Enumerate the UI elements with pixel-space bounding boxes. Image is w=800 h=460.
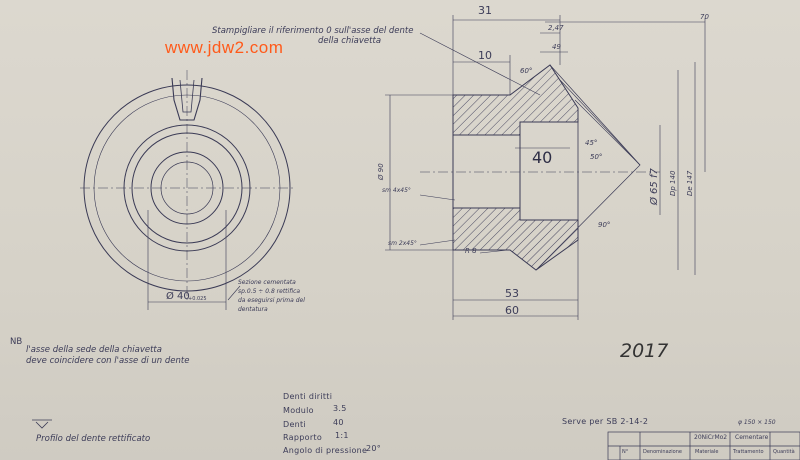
roughness-symbol [32, 419, 52, 429]
title-block [607, 431, 800, 460]
dim-label-dia90: Ø 90 [377, 163, 385, 180]
leader-sm2 [419, 239, 456, 246]
header-note-line2: della chiavetta [318, 36, 382, 46]
serve-per: Serve per SB 2-14-2 [562, 417, 649, 426]
rapporto-value: 1:1 [335, 431, 349, 440]
dim-label-70: 70 [700, 13, 709, 21]
dim-label-247: 2,47 [548, 24, 564, 32]
section-note-4: dentatura [238, 306, 268, 313]
dim-label-31: 31 [478, 4, 492, 17]
size-note: φ 150 × 150 [738, 419, 776, 426]
dim-label-angle-a: 45° [585, 139, 598, 147]
denti-value: 40 [333, 418, 344, 427]
dim-label-bore40: 40 [532, 148, 553, 167]
dim-label-r8: R 8 [465, 247, 477, 255]
dim-label-10: 10 [478, 49, 492, 62]
modulo-label: Modulo [283, 406, 314, 415]
nb-line2: deve coincidere con l'asse di un dente [26, 356, 190, 366]
title-col-1: N° [622, 449, 629, 455]
dim-label-53: 53 [505, 287, 519, 300]
leader-sm4 [419, 194, 456, 201]
cone-line-inner1 [559, 79, 641, 166]
dim-label-sm2: sm 2x45° [388, 240, 417, 247]
title-col-4: Trattamento [733, 449, 764, 455]
leader-stamp [419, 32, 541, 96]
section-note-2: sp.0.5 ÷ 0.8 rettifica [238, 288, 301, 295]
header-note-line1: Stampigliare il riferimento 0 sull'asse … [212, 26, 414, 36]
title-treatment: Cementare [735, 434, 769, 441]
title-col-3: Materiale [695, 449, 719, 455]
part-number: 2017 [620, 340, 669, 362]
title-material: 20NiCrMo2 [694, 434, 728, 441]
dim-label-keyway-tol: +0.025 [188, 296, 207, 302]
section-note-3: da eseguirsi prima del [238, 297, 305, 304]
section-note-1: Sezione cementata [238, 279, 296, 286]
section-view [420, 64, 660, 271]
denti-label: Denti [283, 420, 307, 429]
dim-label-de147: De 147 [686, 170, 694, 196]
gear-type: Denti diritti [283, 392, 333, 401]
dim-label-keyway40: Ø 40 [166, 291, 190, 302]
dim-label-dia65: Ø 65 f7 [649, 168, 660, 205]
leader-section [227, 285, 241, 301]
dim-label-angle-b: 50° [590, 153, 603, 161]
dim-label-dp140: Dp 140 [669, 170, 677, 196]
title-col-5: Quantità [773, 449, 795, 455]
angolo-label: Angolo di pressione [283, 446, 368, 455]
profile-note: Profilo del dente rettificato [36, 434, 151, 444]
angolo-value: 20° [366, 444, 382, 453]
hatched-lower [452, 207, 579, 271]
bore-outline [452, 134, 521, 209]
nb-line1: l'asse della sede della chiavetta [26, 345, 162, 355]
front-view [80, 70, 295, 310]
dim-label-angle90: 90° [598, 221, 611, 229]
rapporto-label: Rapporto [283, 433, 323, 442]
leader-r8 [479, 249, 509, 254]
modulo-value: 3.5 [333, 404, 347, 413]
title-col-2: Denominazione [643, 449, 682, 455]
dim-label-60: 60 [505, 304, 519, 317]
dim-label-angle60: 60° [520, 67, 533, 75]
watermark-text: www.jdw2.com [165, 38, 284, 57]
cone-line-inner2 [574, 99, 641, 166]
dim-label-49: 49 [552, 43, 561, 51]
dimension-lines [385, 15, 706, 320]
hub-outline [520, 121, 579, 221]
nb-label: NB [10, 337, 23, 347]
dim-label-sm4: sm 4x45° [382, 187, 411, 194]
